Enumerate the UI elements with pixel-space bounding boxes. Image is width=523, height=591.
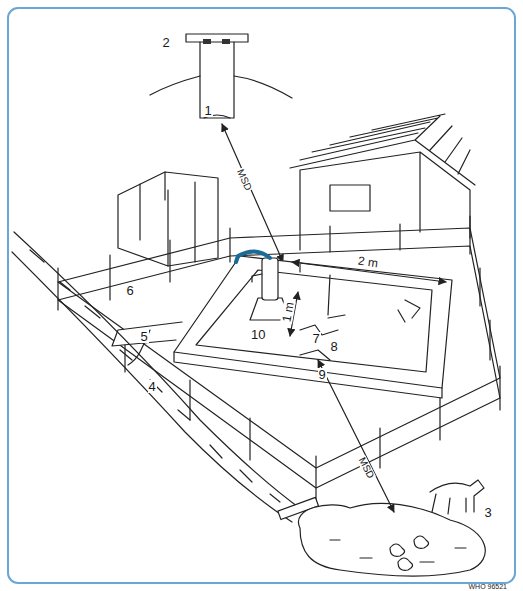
dimension-label: 2 m (356, 255, 379, 270)
house-window (330, 185, 370, 211)
callout-number: 1 (204, 104, 213, 117)
pump-spout (252, 274, 262, 282)
latrine-structure (118, 172, 218, 266)
house-roof (290, 114, 475, 185)
house-wall (300, 152, 470, 250)
ground-line (150, 76, 292, 98)
callout-number: 5 (140, 330, 149, 343)
apron-edge (174, 352, 442, 398)
duck (390, 536, 429, 570)
callout-number: 9 (318, 368, 327, 381)
callout-number: 3 (484, 506, 493, 519)
distance-arrow (318, 360, 394, 512)
frame (8, 8, 515, 583)
apron-dimension-tick (300, 264, 330, 315)
apron-inner (196, 270, 432, 372)
pond-ripple (330, 540, 466, 562)
pump-column (262, 258, 278, 300)
slab-clamp (203, 39, 211, 44)
ditch-bank (12, 252, 292, 522)
latrine-walls (140, 172, 195, 266)
callout-number: 6 (126, 284, 135, 297)
ditch-stones (30, 250, 280, 502)
pump-handle (236, 251, 270, 262)
callout-number: 8 (330, 340, 339, 353)
fence-post (58, 216, 500, 500)
dimension-label: 1 m (280, 300, 296, 324)
callout-number: 4 (148, 380, 157, 393)
apron-crack (300, 300, 420, 360)
callout-number: 10 (250, 328, 266, 341)
latrine-slab (186, 34, 248, 42)
distance-arrow (222, 124, 283, 262)
ditch-bank (14, 232, 305, 512)
watermark: WHO 96521 (468, 583, 509, 590)
drain-channel (112, 322, 182, 346)
callout-number: 2 (162, 36, 171, 49)
pond (298, 503, 485, 576)
callout-number: 7 (312, 332, 321, 345)
slab-clamp (222, 39, 230, 44)
goat (430, 480, 484, 514)
latrine-pit (200, 42, 234, 118)
